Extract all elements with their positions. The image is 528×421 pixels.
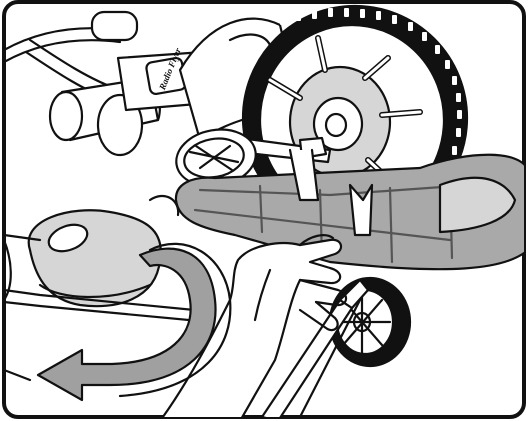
tricycle-assembly-drawing: Radio Flyer <box>0 0 528 421</box>
assembly-illustration: Radio Flyer <box>0 0 528 421</box>
